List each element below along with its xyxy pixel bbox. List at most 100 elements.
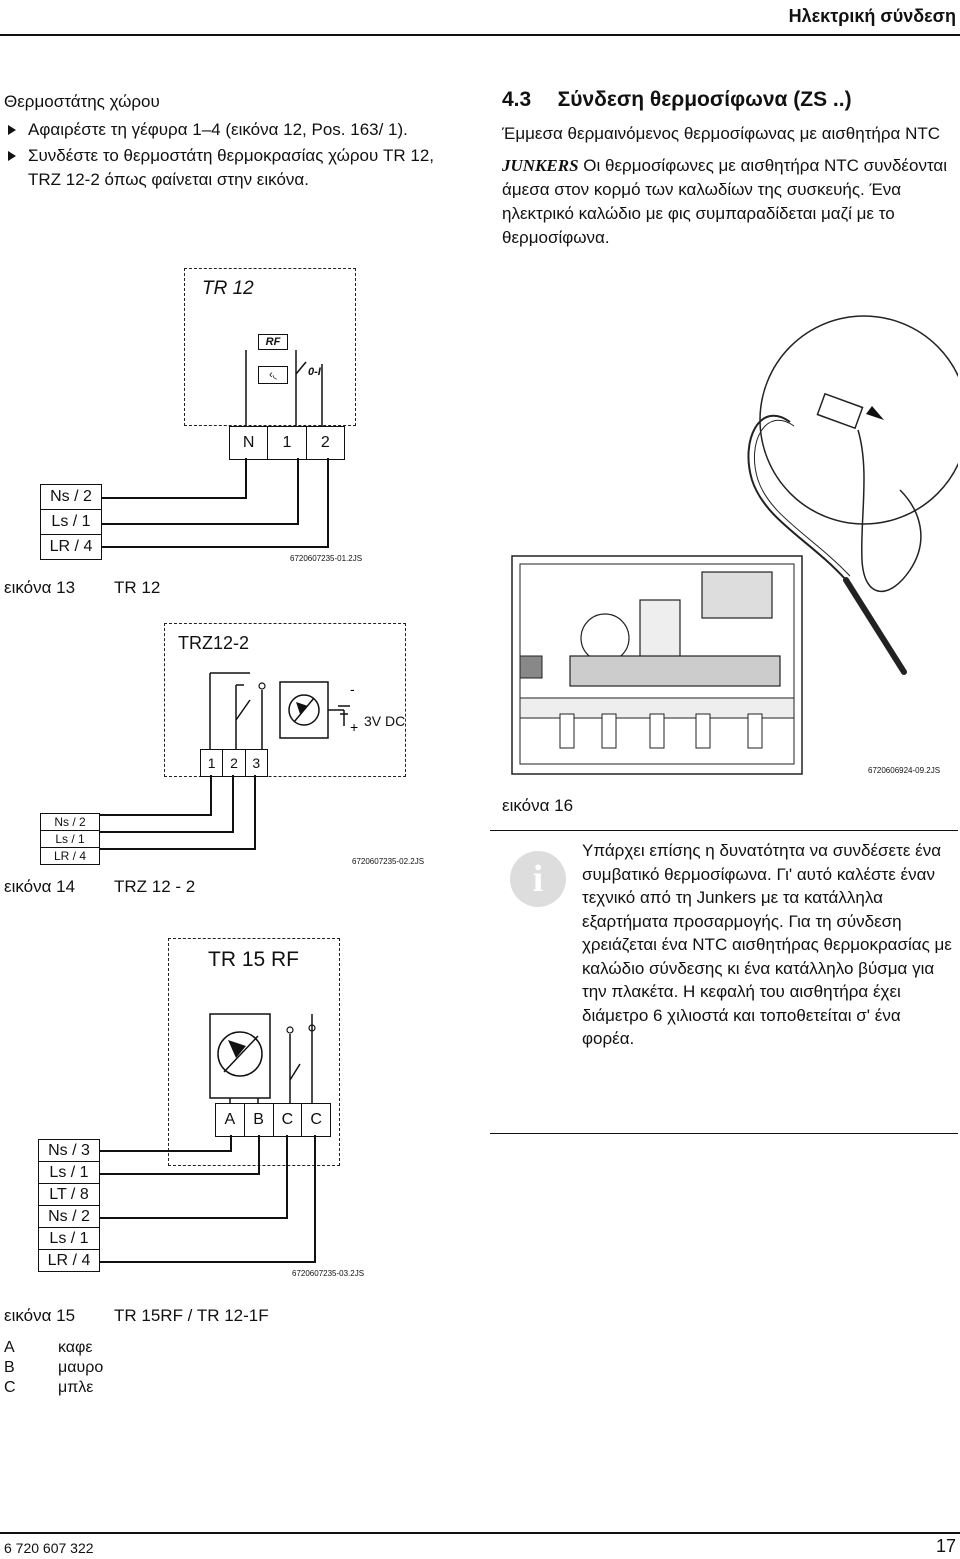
tr12-title: TR 12 — [202, 278, 254, 299]
info-text: Υπάρχει επίσης η δυνατότητα να συνδέσετε… — [582, 841, 952, 1048]
wire — [98, 814, 212, 816]
terminal-label: B — [243, 1104, 273, 1136]
figure-16-illustration — [490, 310, 960, 780]
figure-caption-number: εικόνα 14 — [4, 877, 76, 896]
wire — [100, 523, 299, 525]
figure-caption-number: εικόνα 16 — [502, 796, 574, 815]
terminal-label: 3 — [244, 750, 267, 776]
wire — [98, 1261, 316, 1263]
section-paragraph: JUNKERS Οι θερμοσίφωνες με αισθητήρα NTC… — [502, 154, 958, 250]
stack-label: Ns / 2 — [39, 1205, 99, 1227]
trz12-terminal-stack: Ns / 2 Ls / 1 LR / 4 — [40, 813, 100, 865]
brand-name: JUNKERS — [502, 156, 579, 175]
room-thermostat-heading: Θερμοστάτης χώρου — [4, 92, 160, 111]
figure-caption-text: TR 15RF / TR 12-1F — [114, 1306, 269, 1325]
wire — [98, 848, 256, 850]
terminal-label: C — [301, 1104, 330, 1136]
wire — [100, 497, 247, 499]
tr12-terminal-stack: Ns / 2 Ls / 1 LR / 4 — [40, 484, 102, 560]
stack-label: Ls / 1 — [39, 1161, 99, 1183]
legend-key: C — [4, 1379, 16, 1396]
info-icon: i — [510, 851, 566, 907]
water-heater-appliance-icon — [511, 315, 960, 775]
wire — [286, 1135, 288, 1218]
tr15-terminal-stack: Ns / 3 Ls / 1 LT / 8 Ns / 2 Ls / 1 LR / … — [38, 1139, 100, 1272]
wire — [254, 775, 256, 849]
stack-label: Ls / 1 — [41, 509, 101, 534]
tr12-terminal-block: N 1 2 — [229, 426, 345, 460]
info-note: i Υπάρχει επίσης η δυνατότητα να συνδέσε… — [490, 830, 958, 1134]
wire — [314, 1135, 316, 1262]
tr15-box — [168, 938, 340, 1166]
section-title: Σύνδεση θερμοσίφωνα (ZS ..) — [557, 88, 852, 111]
terminal-label: C — [272, 1104, 302, 1136]
wire — [98, 1173, 260, 1175]
terminal-label: 2 — [305, 427, 344, 459]
svg-text:+: + — [350, 719, 358, 735]
header-title: Ηλεκτρική σύνδεση — [788, 6, 956, 26]
instruction-item: Συνδέστε το θερμοστάτη θερμοκρασίας χώρο… — [4, 144, 444, 192]
paragraph-text: Οι θερμοσίφωνες με αισθητήρα NTC συνδέον… — [502, 156, 948, 247]
svg-text:-: - — [350, 681, 355, 697]
wire — [327, 458, 329, 547]
figure-code: 6720606924-09.2JS — [868, 766, 941, 775]
wire — [100, 546, 329, 548]
figure-code: 6720607235-01.2JS — [290, 554, 363, 563]
instruction-list: Αφαιρέστε τη γέφυρα 1–4 (εικόνα 12, Pos.… — [4, 118, 444, 192]
legend-value: καφε — [58, 1339, 93, 1356]
legend-value: μαυρο — [58, 1359, 104, 1376]
legend-key: B — [4, 1359, 15, 1376]
wire — [98, 1150, 232, 1152]
document-number: 6 720 607 322 — [4, 1540, 94, 1556]
trz12-title: TRZ12-2 — [178, 633, 250, 653]
stack-label: Ns / 2 — [50, 488, 92, 505]
page-number: 17 — [935, 1536, 956, 1556]
stack-label: Ls / 1 — [39, 1227, 99, 1249]
wire — [230, 1135, 232, 1151]
section-heading: 4.3 Σύνδεση θερμοσίφωνα (ZS ..) — [502, 88, 958, 112]
trz12-terminal-block: 1 2 3 — [200, 749, 268, 777]
figure-caption-number: εικόνα 15 — [4, 1306, 76, 1325]
figure-14: TRZ12-2 - + 3V DC 1 2 3 Ns / 2 Ls / 1 LR… — [0, 615, 460, 905]
figure-15: TR 15 RF A B C C Ns / 3 Ls / 1 LT / 8 Ns… — [0, 930, 460, 1400]
wire — [258, 1135, 260, 1174]
wire — [98, 1217, 288, 1219]
section-4-3: 4.3 Σύνδεση θερμοσίφωνα (ZS ..) Έμμεσα θ… — [502, 88, 958, 250]
figure-13: TR 12 RF ‹◟ 0-I N 1 2 Ns / 2 Ls / 1 LR /… — [0, 260, 460, 600]
header-rule — [0, 34, 960, 36]
figure-caption-text: TR 12 — [114, 578, 161, 597]
figure-code: 6720607235-03.2JS — [292, 1269, 365, 1278]
stack-label: Ns / 2 — [54, 815, 86, 829]
page-header: Ηλεκτρική σύνδεση — [0, 0, 960, 36]
terminal-label: 1 — [267, 427, 305, 459]
legend-value: μπλε — [58, 1379, 94, 1396]
section-number: 4.3 — [502, 88, 532, 111]
stack-label: LR / 4 — [41, 534, 101, 559]
wire — [232, 775, 234, 832]
wire — [210, 775, 212, 815]
terminal-label: 1 — [207, 755, 216, 771]
terminal-label: 2 — [222, 750, 244, 776]
wire — [245, 458, 247, 498]
rf-label: RF — [258, 334, 288, 350]
figure-caption-text: TRZ 12 - 2 — [114, 877, 196, 896]
tr15-terminal-block: A B C C — [215, 1103, 331, 1137]
stack-label: Ns / 3 — [48, 1142, 90, 1159]
instruction-item: Αφαιρέστε τη γέφυρα 1–4 (εικόνα 12, Pos.… — [4, 118, 444, 142]
switch-label: 0-I — [308, 366, 321, 378]
left-intro: Θερμοστάτης χώρου Αφαιρέστε τη γέφυρα 1–… — [4, 90, 444, 194]
dc-label: 3V DC — [364, 713, 406, 729]
wire — [297, 458, 299, 524]
footer-rule — [0, 1532, 960, 1534]
tr12-dial-icon: ‹◟ — [258, 366, 288, 384]
stack-label: LT / 8 — [39, 1183, 99, 1205]
stack-label: LR / 4 — [39, 1249, 99, 1271]
terminal-label: A — [224, 1111, 236, 1128]
figure-caption-number: εικόνα 13 — [4, 578, 76, 597]
tr15-title: TR 15 RF — [208, 948, 300, 971]
figure-code: 6720607235-02.2JS — [352, 857, 425, 866]
